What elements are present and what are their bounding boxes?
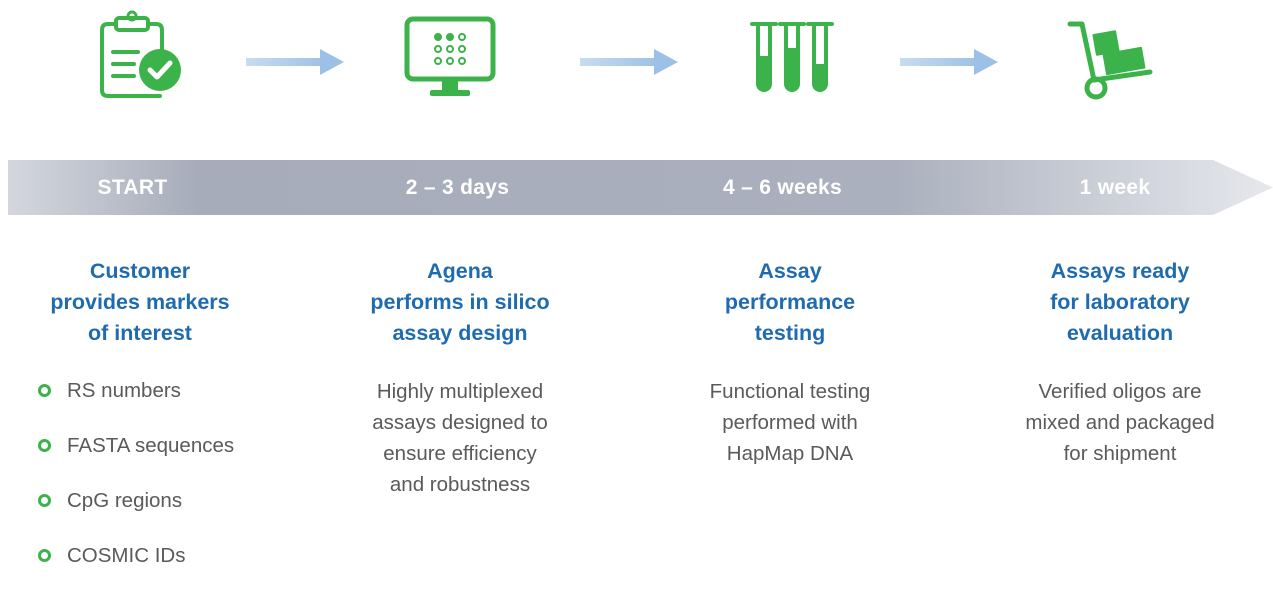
arrow-right-icon [246,47,346,77]
description-line: Verified oligos are [1038,380,1202,403]
arrow-right-icon [900,47,1000,77]
heading-line: evaluation [1066,321,1174,345]
timeline-stage-shipment: 1 week [1079,176,1151,199]
heading-line: Agena [427,259,493,283]
description-line: Highly multiplexed [376,380,544,403]
description-line: assays designed to [372,411,548,434]
description-line: Functional testing [709,380,871,403]
heading-line: provides markers [50,290,230,314]
column-heading: Agena performs in silico assay design [340,256,580,349]
description-line: mixed and packaged [1025,411,1215,434]
column-heading: Customer provides markers of interest [30,256,250,349]
hand-truck-icon [1064,18,1156,102]
description-line: performed with [722,411,858,434]
column-description: Verified oligos are mixed and packaged f… [1000,376,1240,469]
heading-line: Assay [758,259,822,283]
heading-line: assay design [392,321,528,345]
description-line: and robustness [389,473,531,496]
column-description: Highly multiplexed assays designed to en… [340,376,580,500]
test-tubes-icon [750,20,834,100]
list-item: RS numbers [38,374,234,429]
list-item: CpG regions [38,484,234,539]
list-item: COSMIC IDs [38,539,234,594]
bullet-icon [38,494,51,507]
column-description: Functional testing performed with HapMap… [680,376,900,469]
column-heading: Assays ready for laboratory evaluation [1000,256,1240,349]
description-line: ensure efficiency [383,442,537,465]
arrow-right-icon [580,47,680,77]
heading-line: testing [754,321,826,345]
timeline-stage-start: START [97,176,168,199]
list-item: FASTA sequences [38,429,234,484]
monitor-grid-icon [404,16,496,102]
heading-line: of interest [88,321,192,345]
bullet-icon [38,439,51,452]
list-item-label: COSMIC IDs [67,544,186,567]
timeline-band [8,160,1273,215]
list-item-label: FASTA sequences [67,434,235,457]
list-item-label: CpG regions [67,489,183,512]
heading-line: Assays ready [1050,259,1190,283]
description-line: for shipment [1063,442,1177,465]
marker-type-list: RS numbers FASTA sequences CpG regions C… [38,374,234,594]
timeline-stage-design: 2 – 3 days [405,176,510,199]
heading-line: Customer [89,259,191,283]
timeline-stage-testing: 4 – 6 weeks [723,176,842,199]
bullet-icon [38,384,51,397]
column-heading: Assay performance testing [680,256,900,349]
heading-line: performs in silico [370,290,550,314]
description-line: HapMap DNA [726,442,854,465]
clipboard-check-icon [98,10,188,102]
bullet-icon [38,549,51,562]
list-item-label: RS numbers [67,379,181,402]
heading-line: performance [724,290,856,314]
heading-line: for laboratory [1050,290,1190,314]
